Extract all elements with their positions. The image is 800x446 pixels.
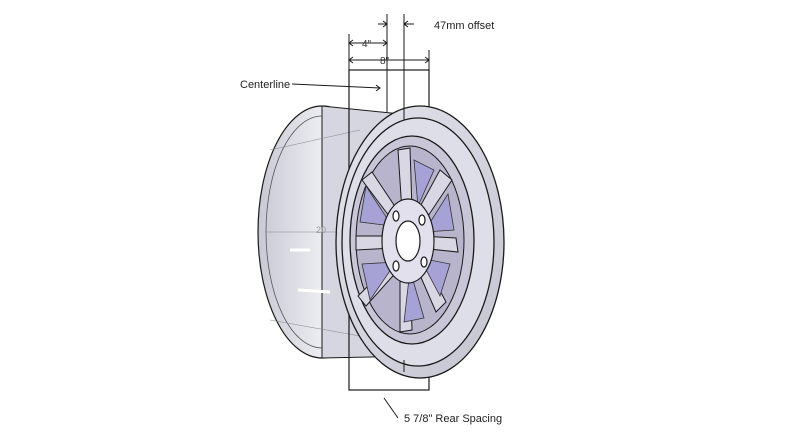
full-width-label: 8" [380,56,390,67]
wheel-hub [381,198,435,284]
dimension-lines [348,14,430,70]
diameter-label: 20 [316,225,326,235]
offset-label: 47mm offset [434,20,494,32]
centerline-markings [348,52,405,390]
half-width-label: 4" [362,39,372,50]
leader-lines [291,83,399,419]
rear-spacing-label: 5 7/8" Rear Spacing [404,413,502,425]
centerline-label: Centerline [240,79,290,91]
